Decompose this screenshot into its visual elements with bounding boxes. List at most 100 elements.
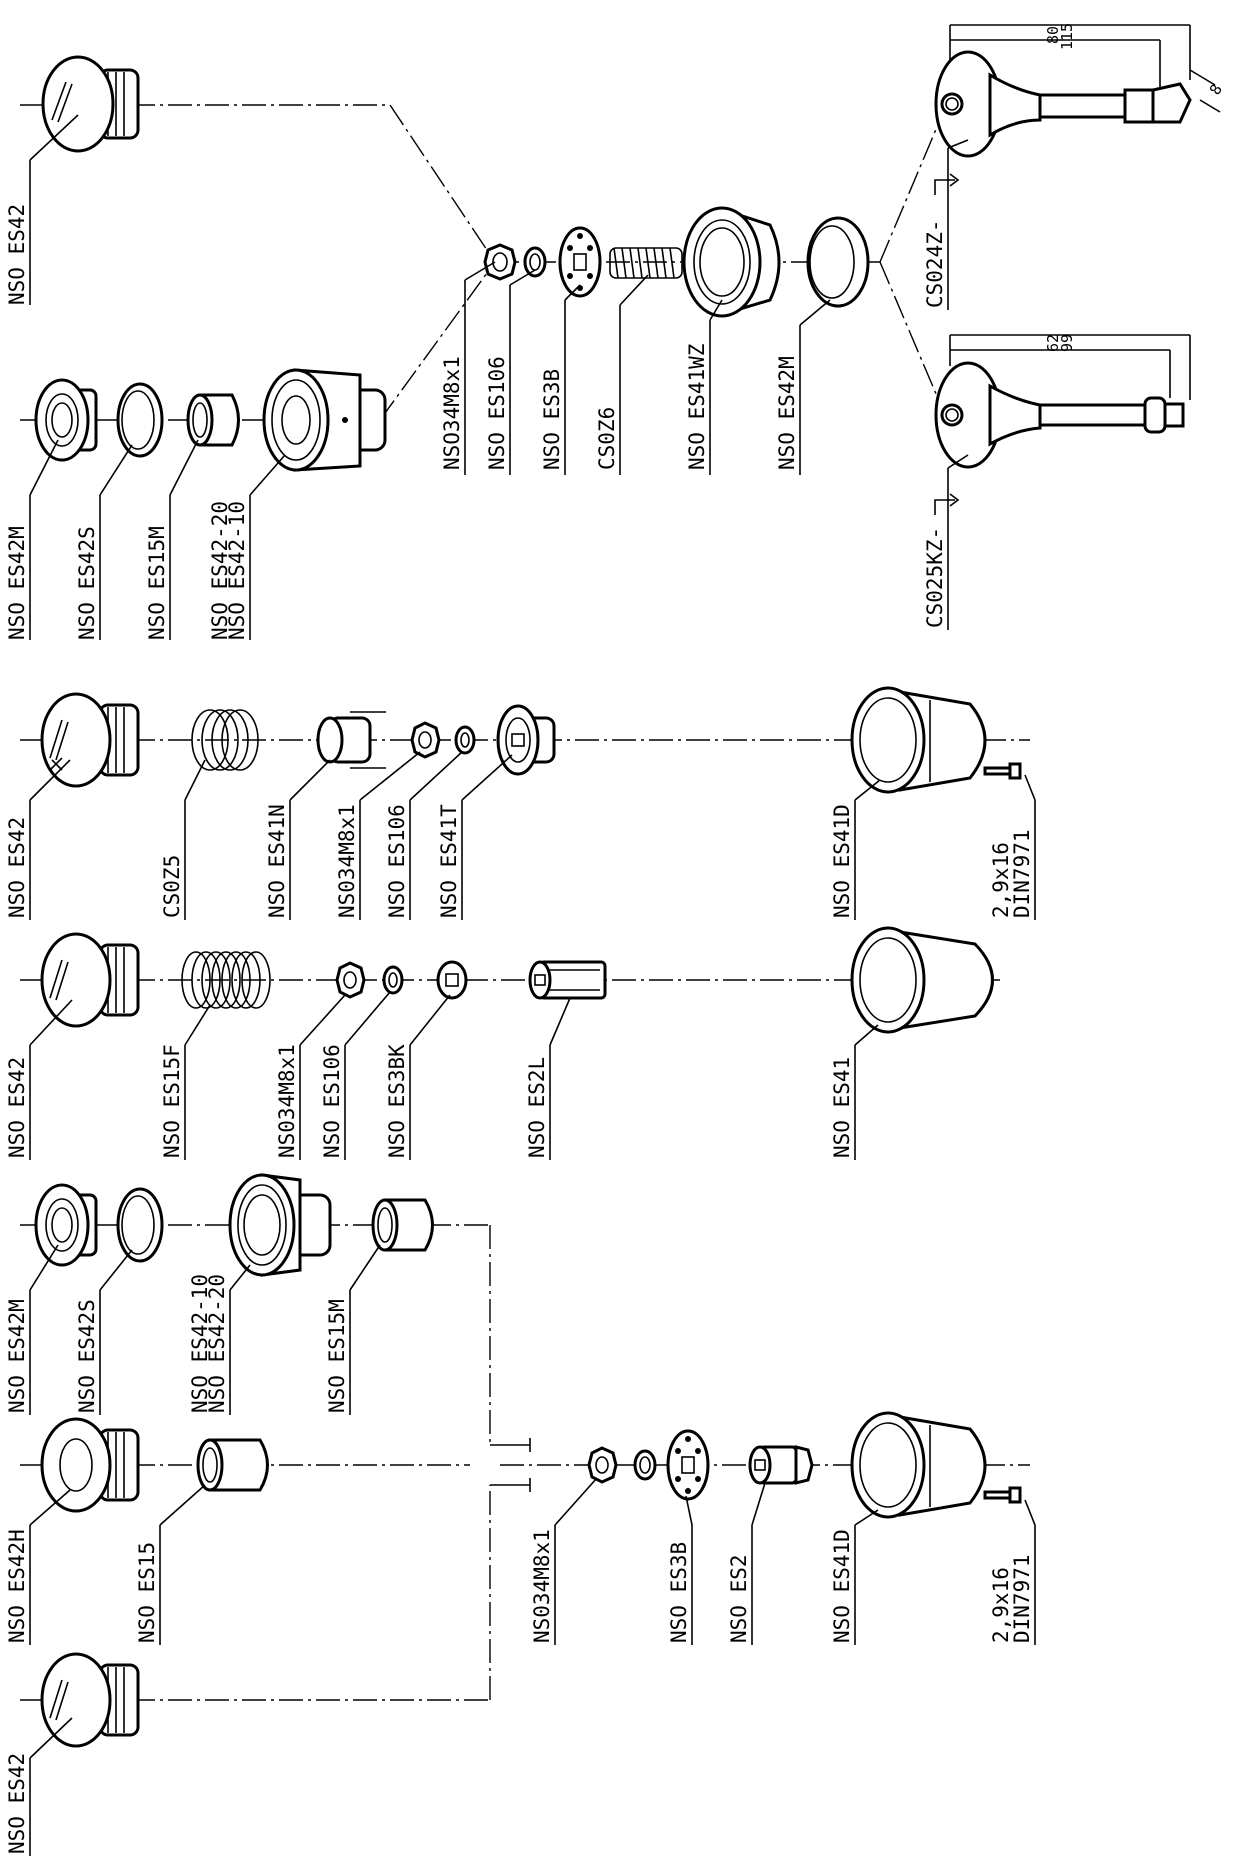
label-r1-ns034: NSO34M8x1 [440,280,466,475]
svg-text:NSO34M8x1: NSO34M8x1 [440,356,464,470]
washer-es3bk-part [436,960,468,1000]
label-r1-cs0z6: CS0Z6 [595,305,621,475]
row-6-parts [40,1411,1022,1519]
svg-text:8: 8 [1206,81,1226,98]
spring-es15f-part [181,951,271,1009]
label-r1-es41wz: NSO ES41WZ [685,320,711,475]
row-7-parts [40,1652,140,1748]
label-r3-ns034: NS034M8x1 [335,800,361,920]
label-r4-es2l: NSO ES2L [525,1045,551,1160]
svg-text:NSO ES42-10: NSO ES42-10 [225,501,249,640]
svg-text:NS034M8x1: NS034M8x1 [275,1044,299,1158]
ring-es42m-part [806,216,870,308]
sleeve-es15-part [196,1438,269,1492]
svg-text:NSO ES42S: NSO ES42S [75,1299,99,1413]
svg-text:NSO ES41D: NSO ES41D [830,1529,854,1643]
svg-text:NSO ES15F: NSO ES15F [160,1044,184,1158]
svg-text:NSO ES42-20: NSO ES42-20 [205,1274,229,1413]
svg-text:NSO ES41T: NSO ES41T [437,804,461,918]
label-r3-es41t: NSO ES41T [437,800,463,920]
svg-text:CS024Z-: CS024Z- [923,219,947,308]
svg-text:NSO ES41: NSO ES41 [830,1057,854,1158]
label-r1-es42m: NSO ES42M [775,325,801,475]
label-r4-es41: NSO ES41 [830,1045,856,1160]
knob-es41d-part [850,686,987,794]
label-r2-es42s: NSO ES42S [75,495,101,640]
svg-text:NSO ES2L: NSO ES2L [525,1057,549,1158]
row-5-parts [34,1173,434,1277]
knob-es41d-part [850,1411,987,1519]
svg-text:NSO ES42M: NSO ES42M [5,526,29,640]
dim-handle-a-side: 8 [1206,81,1226,98]
svg-text:NSO ES106: NSO ES106 [385,804,409,918]
svg-text:DIN7971: DIN7971 [1010,829,1034,918]
nut-part [410,721,441,759]
label-r4-ns034: NS034M8x1 [275,1044,301,1160]
disc-part [558,226,602,298]
row-2-parts [34,368,387,472]
label-r4-es106: NSO ES106 [320,1044,346,1160]
coupling-es2-part [748,1445,814,1485]
svg-text:NSO ES41N: NSO ES41N [265,804,289,918]
dim-handle-b-long: 99 [1058,334,1076,352]
svg-text:NS034M8x1: NS034M8x1 [335,804,359,918]
knob-es41-part [850,926,994,1034]
spring-part [609,247,683,279]
sleeve-es15m-part [371,1198,434,1252]
dim-handle-b-short: 62 [1044,334,1062,352]
label-r2-es15m: NSO ES15M [145,495,171,640]
ring-es42s-part [116,382,164,458]
svg-text:NSO ES42-20: NSO ES42-20 [208,501,232,640]
svg-text:99: 99 [1058,334,1076,352]
label-r5-es42m: NSO ES42M [5,1290,31,1415]
insert-es41n-part [316,711,386,769]
cap-es42-part [40,932,140,1028]
svg-text:62: 62 [1044,334,1062,352]
row-4-parts [40,926,994,1034]
label-r6-es2: NSO ES2 [727,1525,753,1645]
label-r5-es42s: NSO ES42S [75,1290,101,1415]
handle-cs024z-part [934,50,1192,158]
ring-es42m-part [34,378,98,462]
disc-es3b-part [666,1429,710,1501]
knob-es41t-part [496,704,556,776]
svg-text:CS0Z6: CS0Z6 [595,407,619,470]
svg-text:NSO ES106: NSO ES106 [485,356,509,470]
washer-part [633,1449,657,1481]
svg-text:NSO ES15M: NSO ES15M [145,526,169,640]
label-r1-es106: NSO ES106 [485,285,511,475]
coupling-es2l-part [528,960,607,1000]
svg-text:2,9x16: 2,9x16 [989,842,1013,918]
nut-part [335,961,366,999]
label-r4-es42: NSO ES42 [5,1045,31,1160]
label-cs024z: CS024Z- [923,148,960,310]
housing-es42-20-part [262,368,387,472]
svg-text:NSO ES3B: NSO ES3B [540,369,564,470]
label-r6-ns034: NS034M8x1 [530,1525,556,1645]
cap-es42-part [40,1652,140,1748]
label-r2-es42m: NSO ES42M [5,495,31,640]
nut-part [483,243,517,281]
cap-es42h-part [40,1417,140,1513]
row-1-parts [41,50,1192,469]
label-r7-es42: NSO ES42 [5,1753,31,1856]
housing-es42-10-part [228,1173,332,1277]
knob-es41wz-part [682,206,781,318]
ring-es42m-part [34,1183,98,1267]
label-r4-es3bk: NSO ES3BK [385,1044,411,1160]
svg-text:NS034M8x1: NS034M8x1 [530,1529,554,1643]
label-r3-es41n: NSO ES41N [265,800,291,920]
svg-text:115: 115 [1058,23,1076,50]
washer-part [454,725,476,755]
label-cs025kz: CS025KZ- [923,468,960,630]
svg-text:NSO ES42-10: NSO ES42-10 [188,1274,212,1413]
svg-text:NSO ES15: NSO ES15 [135,1542,159,1643]
svg-text:NSO ES42H: NSO ES42H [5,1529,29,1643]
handle-cs025kz-part [934,361,1185,469]
